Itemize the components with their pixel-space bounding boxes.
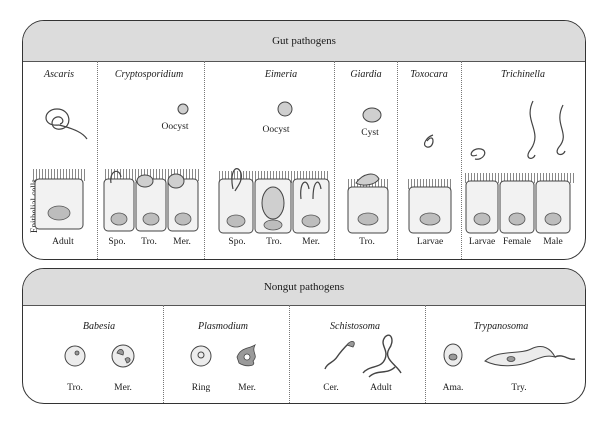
ascaris-epithelium bbox=[33, 169, 85, 230]
nongut-panel-header: Nongut pathogens bbox=[23, 269, 585, 306]
stage-toxocara-0: Larvae bbox=[416, 237, 444, 247]
stage-giardia-0: Tro. bbox=[359, 237, 375, 247]
column-title-trypanosoma: Trypanosoma bbox=[473, 321, 529, 332]
column-title-toxocara: Toxocara bbox=[410, 69, 448, 80]
stage-eimeria-0: Spo. bbox=[228, 237, 246, 247]
gut-divider bbox=[397, 61, 398, 259]
stage-babesia-1: Mer. bbox=[114, 383, 132, 393]
giardia-epithelium bbox=[347, 173, 389, 234]
nongut-pathogens-panel: Nongut pathogens Babesia Plasmodium Schi… bbox=[22, 268, 586, 404]
stage-plasmodium-0: Ring bbox=[191, 383, 211, 393]
column-title-babesia: Babesia bbox=[82, 321, 116, 332]
eimeria-epithelium bbox=[218, 168, 330, 234]
stage-trypanosoma-0: Ama. bbox=[442, 383, 464, 393]
stage-trichinella-0: Larvae bbox=[468, 237, 496, 247]
note-giardia-cyst: Cyst bbox=[361, 128, 379, 138]
column-title-plasmodium: Plasmodium bbox=[198, 321, 248, 332]
gut-divider bbox=[334, 61, 335, 259]
stage-babesia-0: Tro. bbox=[67, 383, 83, 393]
trichinella-male-icon bbox=[556, 104, 566, 156]
column-title-ascaris: Ascaris bbox=[44, 69, 74, 80]
stage-crypto-2: Mer. bbox=[173, 237, 191, 247]
gut-pathogens-panel: Gut pathogens Ascaris Cryptosporidium Ei… bbox=[22, 20, 586, 260]
ascaris-adult-worm-icon bbox=[45, 108, 88, 140]
column-title-cryptosporidium: Cryptosporidium bbox=[114, 69, 184, 80]
plasmodium-ring-icon bbox=[190, 345, 212, 367]
stage-schistosoma-1: Adult bbox=[370, 383, 392, 393]
stage-schistosoma-0: Cer. bbox=[323, 383, 339, 393]
column-title-trichinella: Trichinella bbox=[501, 69, 545, 80]
column-title-giardia: Giardia bbox=[350, 69, 382, 80]
nongut-divider bbox=[425, 305, 426, 403]
trichinella-female-icon bbox=[527, 100, 536, 159]
nongut-illustrations: .rbc{fill:#ececec;stroke:#444;stroke-wid… bbox=[64, 334, 576, 378]
gut-illustrations: .cell{fill:#f2f2f2;stroke:#444;stroke-wi… bbox=[33, 100, 575, 234]
note-eimeria-oocyst: Oocyst bbox=[262, 125, 290, 135]
trichinella-larva-icon bbox=[470, 148, 486, 160]
stage-trypanosoma-1: Try. bbox=[511, 383, 527, 393]
babesia-trophozoite-icon bbox=[64, 345, 86, 367]
stage-crypto-0: Spo. bbox=[108, 237, 126, 247]
nongut-divider bbox=[163, 305, 164, 403]
gut-divider bbox=[97, 61, 98, 259]
stage-trichinella-2: Male bbox=[543, 237, 563, 247]
gut-panel-header: Gut pathogens bbox=[23, 21, 585, 62]
gut-panel-title: Gut pathogens bbox=[272, 35, 336, 47]
stage-eimeria-1: Tro. bbox=[266, 237, 282, 247]
trichinella-epithelium bbox=[465, 173, 575, 234]
nongut-panel-title: Nongut pathogens bbox=[263, 281, 345, 293]
nongut-divider bbox=[289, 305, 290, 403]
trypanosoma-amastigote-icon bbox=[443, 343, 463, 367]
column-title-eimeria: Eimeria bbox=[264, 69, 298, 80]
plasmodium-merozoite-icon bbox=[236, 343, 257, 367]
trypanosoma-trypomastigote-icon bbox=[484, 346, 576, 367]
toxocara-epithelium bbox=[407, 179, 453, 234]
schistosoma-adult-icon bbox=[362, 334, 402, 378]
cryptosporidium-oocyst-icon bbox=[177, 103, 189, 115]
babesia-merozoite-icon bbox=[111, 344, 135, 368]
stage-crypto-1: Tro. bbox=[141, 237, 157, 247]
toxocara-larva-icon bbox=[423, 134, 434, 148]
giardia-cyst-icon bbox=[362, 107, 382, 123]
stage-eimeria-2: Mer. bbox=[302, 237, 320, 247]
note-cryptosporidium-oocyst: Oocyst bbox=[161, 122, 189, 132]
cryptosporidium-epithelium bbox=[103, 169, 201, 232]
schistosoma-cercaria-icon bbox=[324, 341, 355, 370]
stage-trichinella-1: Female bbox=[503, 237, 531, 247]
stage-ascaris-0: Adult bbox=[52, 237, 74, 247]
stage-plasmodium-1: Mer. bbox=[238, 383, 256, 393]
eimeria-oocyst-icon bbox=[277, 101, 293, 117]
gut-divider bbox=[204, 61, 205, 259]
column-title-schistosoma: Schistosoma bbox=[330, 321, 380, 332]
gut-divider bbox=[461, 61, 462, 259]
